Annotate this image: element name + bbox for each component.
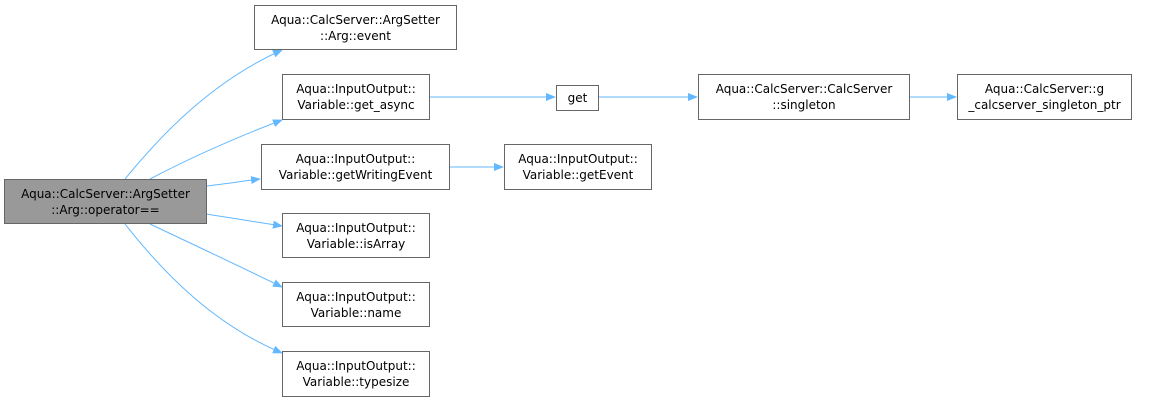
edge-root-to-get-async — [149, 119, 283, 180]
edge-root-to-get-writing-event — [205, 176, 261, 187]
node-label-line1: Aqua::InputOutput:: — [296, 220, 416, 235]
node-label-line1: Aqua::InputOutput:: — [296, 359, 416, 373]
node-label-line1: Aqua::InputOutput:: — [518, 152, 638, 166]
node-name[interactable]: Aqua::InputOutput:: Variable::name — [282, 282, 430, 327]
edge-root-to-typesize — [124, 223, 283, 354]
node-arg-event[interactable]: Aqua::CalcServer::ArgSetter ::Arg::event — [254, 5, 457, 50]
node-get[interactable]: get — [556, 85, 599, 111]
node-arg-operator-equals: Aqua::CalcServer::ArgSetter ::Arg::opera… — [4, 179, 207, 224]
node-typesize[interactable]: Aqua::InputOutput:: Variable::typesize — [282, 351, 430, 397]
node-label-line1: Aqua::CalcServer::ArgSetter — [271, 12, 440, 27]
node-label-line1: Aqua::InputOutput:: — [295, 152, 416, 166]
node-label-line1: get — [567, 91, 588, 105]
node-label-line1: Aqua::CalcServer::g — [984, 82, 1105, 96]
node-get-writing-event[interactable]: Aqua::InputOutput:: Variable::getWriting… — [261, 144, 450, 190]
edge-root-to-arg-event — [124, 49, 283, 180]
node-label-line2: Variable::getEvent — [522, 168, 634, 182]
node-label-line2: Variable::getWritingEvent — [278, 168, 433, 182]
node-label-line2: ::Arg::operator== — [51, 202, 160, 217]
edge-root-to-is-array — [205, 213, 283, 229]
node-singleton[interactable]: Aqua::CalcServer::CalcServer ::singleton — [698, 74, 910, 120]
node-label-line2: ::Arg::event — [320, 28, 391, 43]
node-get-event[interactable]: Aqua::InputOutput:: Variable::getEvent — [504, 144, 652, 190]
node-label-line2: _calcserver_singleton_ptr — [968, 98, 1121, 112]
edge-root-to-name — [149, 223, 283, 288]
node-label-line2: Variable::get_async — [297, 98, 415, 112]
node-get-async[interactable]: Aqua::InputOutput:: Variable::get_async — [282, 74, 430, 120]
node-label-line1: Aqua::InputOutput:: — [296, 82, 416, 96]
node-label-line2: Variable::name — [310, 305, 402, 320]
node-singleton-ptr[interactable]: Aqua::CalcServer::g _calcserver_singleto… — [957, 74, 1132, 120]
node-label-line2: Variable::isArray — [306, 236, 406, 251]
node-label-line1: Aqua::CalcServer::ArgSetter — [21, 186, 190, 201]
node-label-line2: Variable::typesize — [302, 375, 410, 389]
node-label-line1: Aqua::InputOutput:: — [296, 289, 416, 304]
node-label-line2: ::singleton — [772, 98, 836, 112]
node-label-line1: Aqua::CalcServer::CalcServer — [715, 82, 893, 96]
node-is-array[interactable]: Aqua::InputOutput:: Variable::isArray — [282, 213, 430, 258]
